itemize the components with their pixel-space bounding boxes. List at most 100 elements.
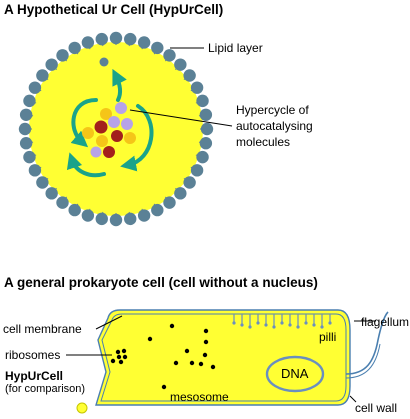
lipid-head [68,203,81,217]
prokaryote-cell-body [95,309,351,406]
hypercycle-leader-line [129,109,233,127]
molecule-red [111,130,123,142]
molecule-purple [115,102,127,114]
ribosome [173,360,179,366]
lipid-head [174,187,187,200]
ribosome [198,361,204,367]
pilus-tip [288,323,292,327]
lipid-head [19,137,33,150]
ribosome [210,364,216,370]
ribosomes-group [110,323,216,390]
hypercycle-label-line1: Hypercycle of [236,103,309,117]
lipid-layer [18,31,214,227]
cycle-arrow-bottom [66,152,106,178]
ribosome [203,339,209,345]
lipid-head [23,150,36,164]
lipid-head [45,58,58,71]
pilus-tip [296,325,300,329]
lipid-head [56,196,69,209]
flagellum [345,311,389,375]
pilus-tip [264,323,268,327]
pilus-tip [256,321,260,325]
hypurcell-diagram [18,31,233,227]
flagellum-outline [345,343,381,379]
comparison-note: (for comparison) [5,383,86,395]
cell-wall-leader-line [349,395,357,403]
lipid-head [124,212,137,226]
ribosome [121,348,127,354]
ribosome [147,336,153,342]
ribosome [118,359,124,365]
pilus-tip [320,325,324,329]
cycle-arrows [66,68,154,178]
molecule-yellow [100,108,112,120]
lipid-head [109,213,123,227]
ribosome [169,323,175,329]
lipid-head [81,209,95,222]
ribosome [110,358,116,364]
cycle-arrow-left [70,98,98,148]
lipid-head [56,49,69,62]
cycle-arrow-right [120,104,154,172]
cell-membrane-label: cell membrane [3,322,82,336]
pilli-group [232,314,332,329]
lipid-head [190,164,204,177]
lipid-head [95,32,108,46]
bottom-title: A general prokaryote cell (cell without … [4,275,318,290]
lipid-head [151,41,164,55]
lipid-head [23,94,36,108]
molecule-yellow [96,135,108,147]
lipid-head [163,196,176,209]
lipid-head [199,108,213,121]
ribosome [202,352,208,358]
escaping-molecule [99,57,109,67]
lipid-head [183,176,196,189]
pilus-tip [304,321,308,325]
ribosome [189,360,195,366]
dna-label: DNA [281,366,309,381]
cell-wall-label: cell wall [355,401,398,415]
hypercycle-label-line2: autocatalysing [236,119,313,133]
lipid-head [196,150,209,164]
ribosome [116,354,122,360]
top-title: A Hypothetical Ur Cell (HypUrCell) [4,2,224,17]
molecule-yellow [82,127,94,139]
lipid-head [183,69,196,82]
lipid-head [28,164,42,177]
lipid-head [95,212,108,226]
lipid-layer-label: Lipid layer [208,41,263,55]
lipid-head [196,94,209,108]
pilus-tip [232,321,236,325]
lipid-head [137,209,151,222]
lipid-head [81,36,95,49]
molecule-purple [121,118,133,130]
pilus-tip [280,321,284,325]
lipid-head [28,81,42,94]
prokaryote-diagram [66,309,389,414]
lipid-head [199,137,213,150]
ribosome [161,384,167,390]
pilus-tip [248,325,252,329]
molecule-red [94,120,108,134]
hypurcell-comparison-label: HypUrCell [5,369,64,383]
lipid-head [124,32,137,46]
lipid-head [19,108,33,121]
pilus-tip [312,323,316,327]
lipid-head [163,49,176,62]
cell-membrane-line [100,313,347,402]
lipid-head [36,69,49,82]
pilus-tip [272,325,276,329]
pilli-label: pilli [319,330,337,344]
hypercycle-label-line3: molecules [236,135,291,149]
lipid-head [190,81,204,94]
lipid-head [200,122,214,136]
lipid-head [109,31,123,45]
pilus-tip [240,323,244,327]
ur-cell-interior [29,42,203,216]
lipid-head [137,36,151,49]
dna-loop [265,355,325,393]
mesosome-label: mesosome [170,390,229,404]
ribosome [115,349,121,355]
lipid-head [151,203,164,217]
